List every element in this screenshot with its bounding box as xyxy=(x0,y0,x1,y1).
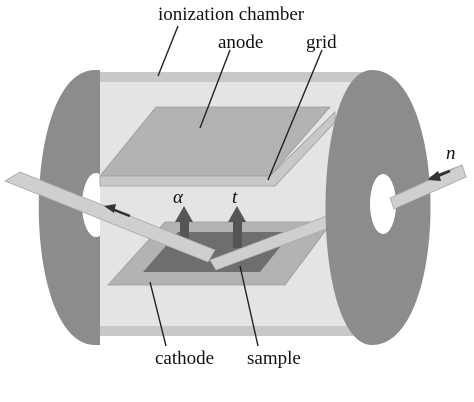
alpha-arrow xyxy=(175,206,193,248)
leader-ionization-chamber xyxy=(157,25,179,77)
chamber-top-rim xyxy=(100,72,372,82)
leader-sample xyxy=(239,265,259,347)
label-neutron: n xyxy=(446,143,456,164)
beam-arrow-left-icon xyxy=(104,204,131,218)
right-disk xyxy=(325,70,431,345)
leader-grid xyxy=(267,49,323,181)
label-sample: sample xyxy=(247,348,301,369)
label-cathode: cathode xyxy=(155,348,214,369)
label-alpha: α xyxy=(173,187,184,208)
beam-left-segment xyxy=(4,171,216,263)
leader-anode xyxy=(199,49,231,129)
triton-arrow xyxy=(228,206,246,248)
label-triton: t xyxy=(232,187,238,208)
right-disk-hole xyxy=(370,174,396,234)
label-anode: anode xyxy=(218,32,263,53)
label-grid: grid xyxy=(306,32,337,53)
chamber-bottom-rim xyxy=(100,326,372,336)
leader-lines xyxy=(149,25,323,347)
grid-plate xyxy=(99,111,336,187)
beam-arrow-right-icon-overlay xyxy=(428,169,451,181)
left-disk-face xyxy=(38,70,100,345)
label-ionization-chamber: ionization chamber xyxy=(158,4,305,25)
leader-cathode xyxy=(149,281,167,347)
